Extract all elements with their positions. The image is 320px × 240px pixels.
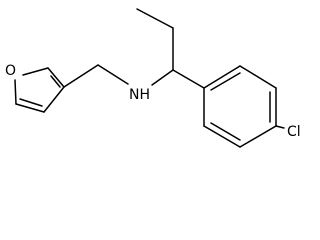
bond-c2-c3-inner [50, 75, 61, 88]
bond-ph-5-6 [203, 125, 241, 148]
structure-canvas: O NH Cl [5, 8, 301, 148]
bond-o-c2 [22, 67, 49, 76]
bond-c4-c5-inner [19, 98, 43, 107]
bond-c5-o [14, 79, 17, 105]
bond-ph-4-5 [239, 125, 277, 148]
bond-ph-1-2 [203, 65, 241, 89]
bond-ph-1-2-inner [210, 72, 241, 91]
bond-ch2-n [97, 64, 129, 85]
bond-ch-phenyl [172, 69, 205, 89]
bond-ch2-ch3 [136, 8, 174, 29]
oxygen-label: O [5, 63, 16, 79]
bond-n-ch [151, 69, 174, 86]
bond-c4-c5 [15, 103, 45, 113]
bond-c3-c4 [43, 86, 65, 113]
molecule-drawing: O NH Cl [5, 8, 301, 148]
bond-ph-2-3 [239, 65, 277, 89]
bond-c2-c3 [47, 67, 65, 88]
chlorine-label: Cl [287, 124, 301, 140]
amine-label: NH [129, 87, 150, 103]
bond-ring-ch2 [63, 64, 99, 88]
bond-c-cl [275, 125, 285, 129]
bond-ph-5-6-inner [210, 122, 241, 141]
